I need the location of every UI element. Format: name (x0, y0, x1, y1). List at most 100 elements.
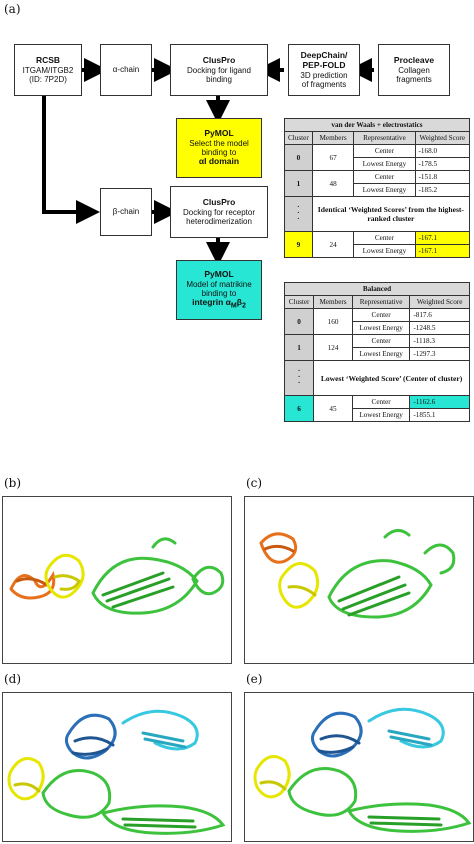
table-row: Lowest Energy -167.1 (285, 244, 471, 258)
table1-rep-lowest: Lowest Energy (353, 157, 416, 171)
table1-rep-center: Center (353, 231, 416, 245)
pymol-select-line3: αI domain (198, 156, 240, 167)
panel-label-c: (c) (246, 476, 263, 490)
procleave-line1: Collagen (398, 65, 430, 75)
table1-cluster-1: 1 (284, 170, 313, 197)
table-row: 6 45 Center -1162.6 (283, 395, 470, 422)
table1-center-0: -168.0 (414, 144, 471, 158)
table2-header-members: Members (313, 295, 353, 309)
scores-table-balanced: Balanced Cluster Members Representative … (283, 282, 470, 422)
structure-image-e (244, 692, 474, 842)
panel-label-e: (e) (246, 672, 263, 686)
table-row: 0 160 Center -817.6 (283, 308, 470, 335)
table-row: 9 24 Center -167.1 (284, 231, 471, 258)
pymol-select-title: PyMOL (204, 128, 234, 139)
pymol-model-box: PyMOL Model of matrikine binding to inte… (176, 260, 262, 320)
table1-lowest-0: -178.5 (414, 157, 471, 171)
table1-header-cluster: Cluster (284, 131, 313, 145)
rcsb-line2: (ID: 7P2D) (29, 74, 67, 84)
table1-cluster-0: 0 (284, 144, 313, 171)
structure-image-c (244, 496, 474, 664)
scores-table-vdw: van der Waals + electrostatics Cluster M… (284, 118, 471, 258)
rcsb-box: RCSB ITGAM/ITGB2 (ID: 7P2D) (14, 44, 82, 96)
table1-members-1: 48 (311, 170, 355, 197)
panel-label-d: (d) (4, 672, 22, 686)
panel-label-b: (b) (4, 476, 22, 490)
pymol-model-line2: binding to (201, 288, 237, 298)
arrow-rcsb-beta (42, 96, 100, 224)
beta-chain-label: β-chain (112, 207, 140, 217)
table1-members-0: 67 (311, 144, 355, 171)
table1-header-members: Members (311, 131, 355, 145)
structure-image-b (2, 496, 232, 664)
table2-center-0: -817.6 (409, 308, 470, 322)
table1-cluster-9: 9 (284, 231, 313, 258)
table1-header-score: Weighted Score (414, 131, 471, 145)
procleave-box: Procleave Collagen fragments (378, 44, 450, 96)
pymol-select-box: PyMOL Select the model binding to αI dom… (176, 118, 262, 178)
cluspro-ligand-box: ClusPro Docking for ligand binding (170, 44, 268, 96)
procleave-title: Procleave (393, 54, 435, 65)
table-row: 0 67 Center -168.0 (284, 144, 471, 171)
panel-label-a: (a) (4, 2, 21, 16)
table1-note: Identical ‘Weighted Scores’ from the hig… (311, 196, 471, 232)
table-row: · · · Lowest ‘Weighted Score’ (Center of… (283, 360, 470, 396)
cluspro-hetero-box: ClusPro Docking for receptor heterodimer… (170, 186, 268, 238)
table2-rep-lowest: Lowest Energy (351, 321, 411, 335)
table2-members-6: 45 (313, 395, 353, 422)
table-row: Lowest Energy -1855.1 (285, 408, 470, 422)
table2-rep-center: Center (351, 395, 411, 409)
flow-connectors (42, 58, 374, 266)
cluspro-ligand-title: ClusPro (202, 54, 236, 65)
table1-members-9: 24 (311, 231, 355, 258)
alpha-chain-label: α-chain (112, 65, 140, 75)
table2-rep-lowest: Lowest Energy (351, 347, 411, 361)
table1-header-representative: Representative (353, 131, 416, 145)
table2-lowest-1: -1297.3 (409, 347, 470, 361)
deepchain-title2: PEP-FOLD (302, 59, 346, 70)
alpha-chain-box: α-chain (100, 44, 152, 96)
table2-lowest-0: -1248.5 (409, 321, 470, 335)
table2-lowest-6: -1855.1 (409, 408, 470, 422)
table2-cluster-0: 0 (283, 308, 315, 335)
cluspro-ligand-line1: Docking for ligand (186, 65, 252, 75)
deepchain-line2: of fragments (301, 79, 347, 89)
cluspro-hetero-line2: heterodimerization (186, 216, 252, 226)
table2-cluster-6: 6 (283, 395, 315, 422)
table2-cluster-1: 1 (283, 334, 315, 361)
table2-center-6: -1162.6 (409, 395, 470, 409)
pymol-model-title: PyMOL (204, 269, 234, 280)
table-row: Lowest Energy -178.5 (285, 157, 471, 171)
structure-image-d (2, 692, 232, 842)
cluspro-hetero-line1: Docking for receptor (182, 207, 256, 217)
pymol-select-line1: Select the model (189, 138, 249, 148)
table2-ellipsis: · · · (283, 360, 315, 396)
table1-rep-center: Center (353, 144, 416, 158)
pymol-model-line1: Model of matrikine (186, 279, 252, 289)
deepchain-title1: DeepChain/ (300, 50, 348, 61)
rcsb-line1: ITGAM/ITGB2 (22, 65, 74, 75)
table1-lowest-9: -167.1 (414, 244, 471, 258)
table1-center-9: -167.1 (414, 231, 471, 245)
table2-rep-center: Center (351, 334, 411, 348)
table-row: 1 48 Center -151.8 (284, 170, 471, 197)
table1-title: van der Waals + electrostatics (284, 118, 470, 132)
table2-header-cluster: Cluster (283, 295, 315, 309)
cluspro-ligand-line2: binding (206, 74, 232, 84)
table2-title: Balanced (284, 282, 470, 296)
table2-note: Lowest ‘Weighted Score’ (Center of clust… (313, 360, 470, 396)
table2-members-1: 124 (313, 334, 353, 361)
procleave-line2: fragments (396, 74, 432, 84)
pymol-select-line2: binding to (201, 148, 237, 157)
cluspro-hetero-title: ClusPro (202, 196, 236, 207)
rcsb-title: RCSB (35, 54, 61, 65)
table2-members-0: 160 (313, 308, 353, 335)
table2-header-representative: Representative (351, 295, 411, 309)
pymol-model-line3: integrin αMβ2 (192, 297, 246, 310)
table1-rep-center: Center (353, 170, 416, 184)
table1-rep-lowest: Lowest Energy (353, 183, 416, 197)
table-row: 1 124 Center -1118.3 (283, 334, 470, 361)
table1-ellipsis: · · · (284, 196, 313, 232)
deepchain-line1: 3D prediction (300, 70, 348, 80)
table-row: Lowest Energy -1297.3 (285, 347, 470, 361)
